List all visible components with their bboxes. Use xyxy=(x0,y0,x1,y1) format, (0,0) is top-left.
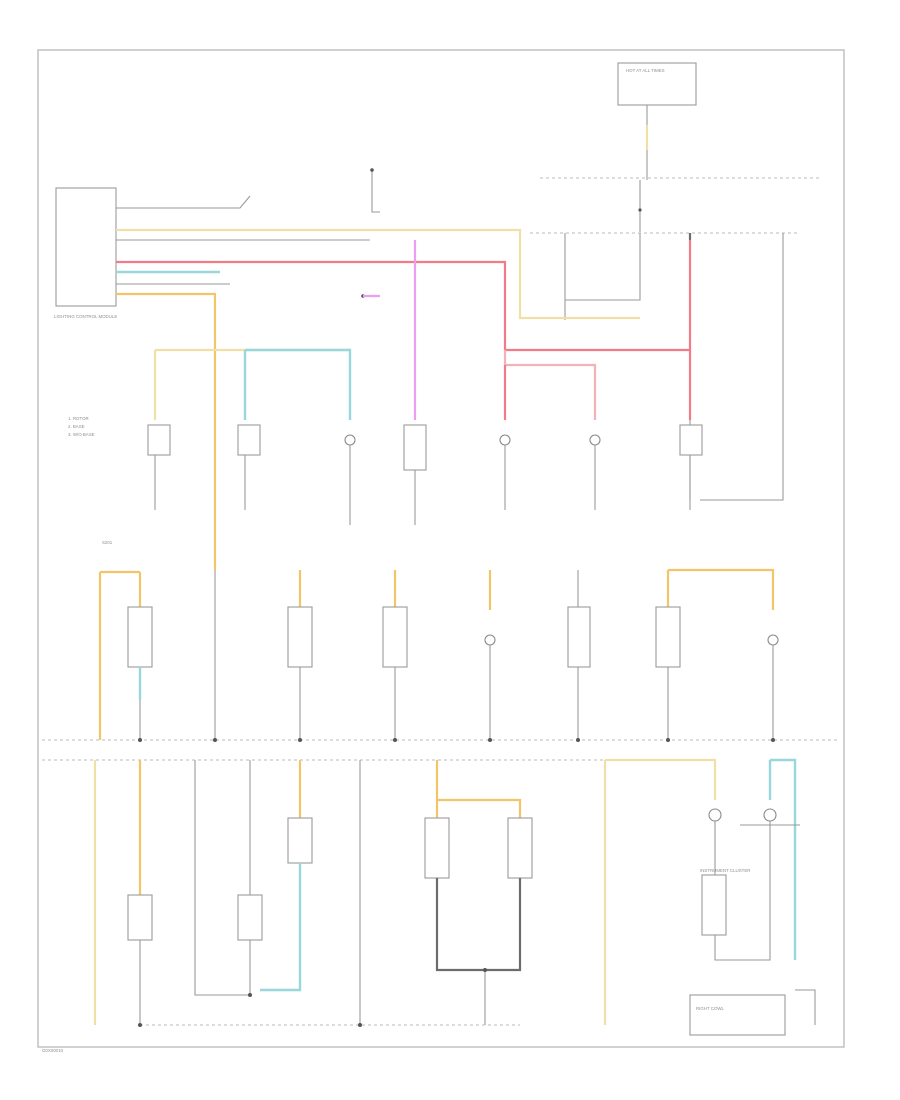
fuse-drop-2 xyxy=(565,233,641,301)
legend-item-3: 3. W/O BASE xyxy=(68,432,95,437)
row3-lamp-3 xyxy=(287,817,313,864)
legend-item-2: 2. BASE xyxy=(68,424,85,429)
row3-grounds xyxy=(139,800,816,1025)
row3-ground-dots xyxy=(138,968,487,1027)
wire-orange-upper xyxy=(116,292,217,570)
row3-feeds xyxy=(93,758,797,1025)
row3-lamp-2 xyxy=(237,894,263,941)
row3-lamps xyxy=(127,808,777,941)
row1-lamp-box-1 xyxy=(147,424,171,456)
row3-bulb-6 xyxy=(708,808,722,822)
row2-lamp-6 xyxy=(655,606,681,668)
row1-lamp-box-4 xyxy=(403,424,427,471)
row3-lamp-1 xyxy=(127,894,153,941)
ground-label: RIGHT COWL xyxy=(696,1006,725,1011)
row2-lamp-5 xyxy=(567,606,591,668)
row2-ground-dots xyxy=(138,738,775,742)
splice-label: S201 xyxy=(102,540,113,545)
row1-bulb-5 xyxy=(499,434,511,446)
lighting-module-label: LIGHTING CONTROL MODULE xyxy=(54,314,117,319)
row1-bulb-3 xyxy=(344,434,356,446)
lighting-module xyxy=(55,187,117,307)
row1-lamp-box-7 xyxy=(679,424,703,456)
rear-ground-box xyxy=(689,994,786,1036)
row3-lamp-5 xyxy=(507,817,533,879)
row2-lamp-3 xyxy=(382,606,408,668)
row1-grounds xyxy=(154,445,691,525)
supply-box xyxy=(617,62,697,106)
row2-bulb-4 xyxy=(484,634,496,646)
row2-lamps xyxy=(127,606,779,668)
row3-lamp-4 xyxy=(424,817,450,879)
row2-grounds xyxy=(138,645,774,740)
row3-bulb-7 xyxy=(763,808,777,822)
red-pink-branch xyxy=(503,350,597,420)
supply-node xyxy=(638,208,642,212)
row2-bulb-7 xyxy=(767,634,779,646)
supply-box-label: HOT AT ALL TIMES xyxy=(626,68,665,73)
row3-yellow-top xyxy=(605,758,717,800)
splice-wire-cyan xyxy=(245,348,352,420)
top-switch-node xyxy=(370,168,374,172)
wire-gray-top xyxy=(116,195,251,209)
diagram-frame xyxy=(37,49,845,1048)
instrument-cluster-box xyxy=(701,874,727,936)
row1-lamp-box-2 xyxy=(237,424,261,456)
legend-item-1: 1. ROTOR xyxy=(68,416,89,421)
row2-lamp-2 xyxy=(287,606,313,668)
row1-bulb-6 xyxy=(589,434,601,446)
instrument-cluster-label: INSTRUMENT CLUSTER xyxy=(700,868,750,873)
row2-lamp-1 xyxy=(127,606,153,668)
fuse-drop-4 xyxy=(700,233,784,501)
wire-yellow-main xyxy=(116,228,640,320)
row1-lamps xyxy=(147,424,703,471)
footer-code: G0X00010 xyxy=(42,1048,64,1053)
top-switch-wire xyxy=(371,170,380,213)
